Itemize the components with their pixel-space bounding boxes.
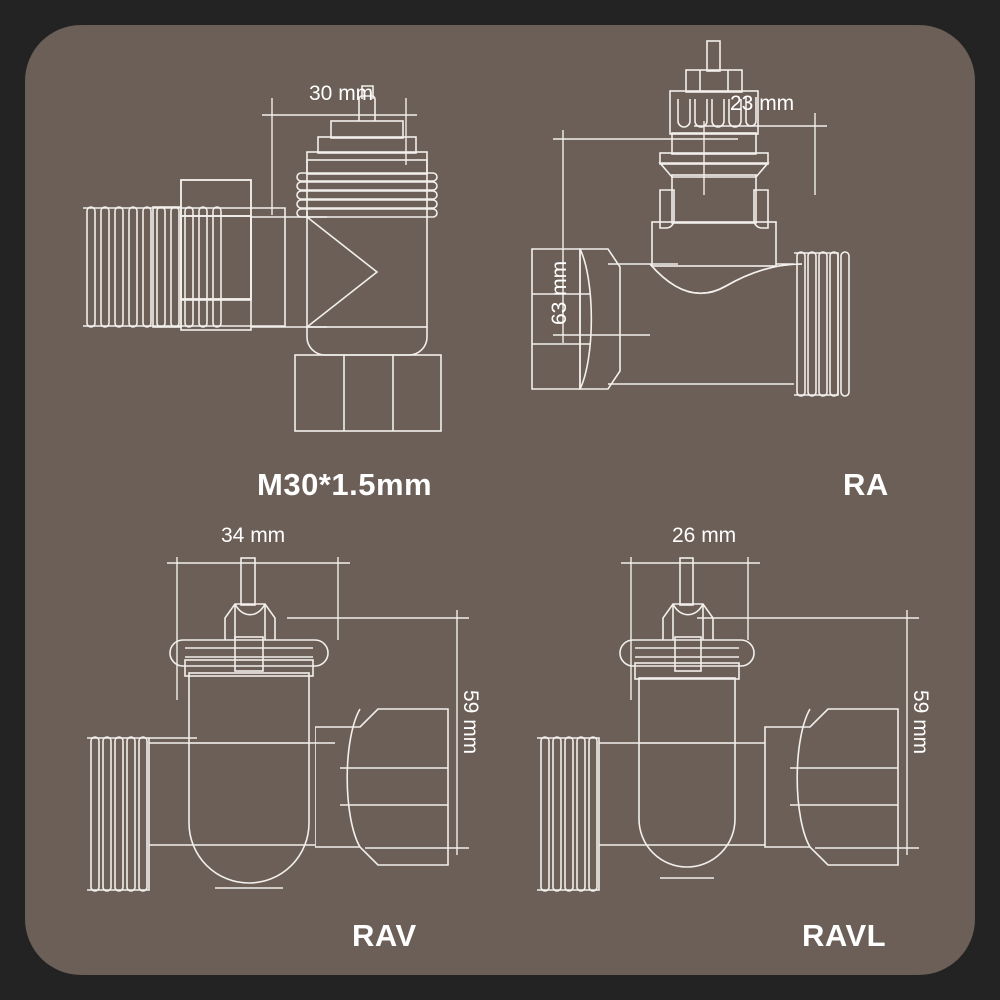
hex-nut-top (662, 603, 714, 640)
dimension-label-rav-width: 34 mm (221, 524, 286, 547)
cap-flutes (677, 97, 757, 128)
dimension-label-ravl-height: 59 mm (909, 690, 932, 755)
diagram-panel: 30 mm M30*1.5mm (25, 25, 975, 975)
thread-left (87, 736, 150, 892)
fluted-cap (669, 90, 759, 135)
dimension-label-ra-height: 63 mm (548, 260, 571, 325)
dimension-line-59mm (287, 610, 469, 855)
figure-rav: 34 mm 59 mm (25, 500, 500, 975)
hex-nut-right (764, 708, 899, 866)
thread-right (794, 251, 850, 397)
valve-straight-ravl-icon (537, 557, 919, 892)
valve-straight-ra-icon (531, 40, 850, 397)
figure-caption-ravl: RAVL (802, 918, 887, 953)
cap-band (619, 639, 755, 667)
hex-nut-top (224, 603, 276, 640)
figure-caption-rav: RAV (352, 918, 417, 953)
figure-caption-ra: RA (843, 467, 889, 502)
dimension-label-ravl-width: 26 mm (672, 524, 737, 547)
thread-left (83, 206, 286, 328)
dimension-line-63mm (553, 130, 738, 343)
cap-band (169, 639, 329, 667)
valve-angle-m30-icon (83, 85, 442, 432)
dimension-line-59mm (697, 610, 919, 855)
thread-left (537, 736, 600, 892)
rav-hex-nut-right (315, 708, 449, 866)
dimension-line-26mm (621, 557, 760, 700)
figure-caption-m30: M30*1.5mm (257, 467, 433, 502)
figure-ra: 23 mm 63 mm (500, 25, 1000, 500)
valve-straight-rav-icon (87, 557, 469, 892)
dimension-line-30mm (262, 98, 417, 215)
cap-threads (296, 172, 438, 218)
dimension-line-34mm (167, 557, 350, 700)
figure-ravl: 26 mm 59 mm (500, 500, 1000, 975)
dimension-label-ra-width: 23 mm (730, 92, 795, 115)
hex-nut-left (531, 248, 621, 390)
figure-m30: 30 mm (25, 25, 500, 500)
dimension-label-m30-width: 30 mm (309, 82, 374, 105)
